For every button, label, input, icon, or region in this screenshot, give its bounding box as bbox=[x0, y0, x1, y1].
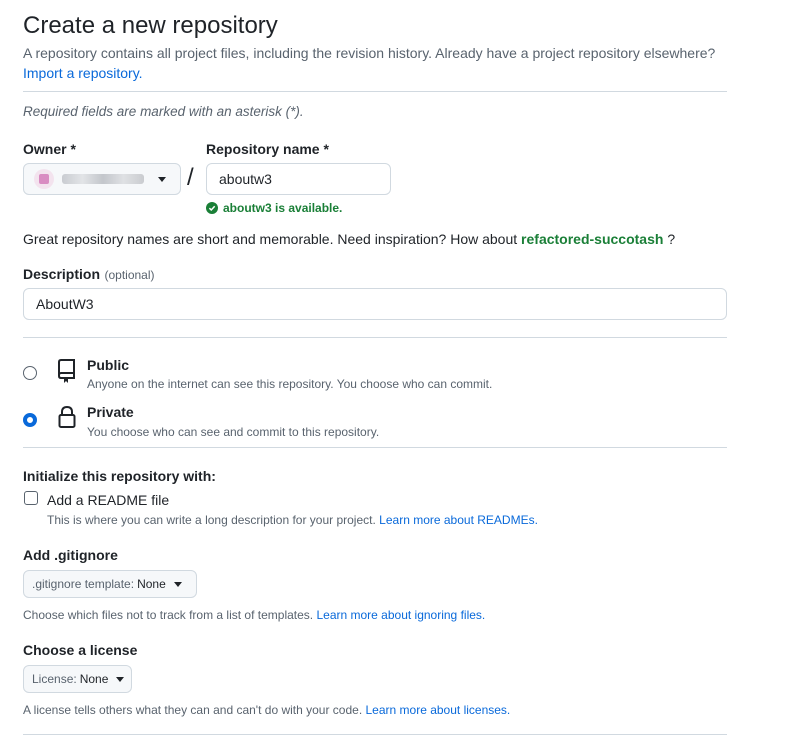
public-title: Public bbox=[87, 357, 130, 373]
page-title: Create a new repository bbox=[23, 12, 278, 39]
description-label-row: Description (optional) bbox=[23, 266, 155, 284]
public-description: Anyone on the internet can see this repo… bbox=[87, 377, 493, 391]
readme-label[interactable]: Add a README file bbox=[47, 492, 170, 508]
repo-name-value: aboutw3 bbox=[219, 171, 272, 187]
description-value: AboutW3 bbox=[36, 296, 94, 312]
divider bbox=[23, 337, 727, 338]
page-intro: A repository contains all project files,… bbox=[23, 45, 763, 85]
license-heading: Choose a license bbox=[23, 642, 138, 658]
readme-checkbox[interactable] bbox=[24, 491, 38, 505]
owner-label: Owner * bbox=[23, 141, 76, 157]
chevron-down-icon bbox=[173, 581, 182, 587]
owner-name-blurred bbox=[62, 174, 144, 184]
name-suggestion: Great repository names are short and mem… bbox=[23, 231, 675, 247]
description-input[interactable]: AboutW3 bbox=[23, 288, 727, 320]
suggestion-suffix: ? bbox=[667, 231, 676, 247]
readme-help: This is where you can write a long descr… bbox=[47, 513, 538, 527]
suggestion-text: Great repository names are short and mem… bbox=[23, 231, 518, 247]
owner-separator: / bbox=[187, 164, 194, 191]
required-note: Required fields are marked with an aster… bbox=[23, 104, 304, 119]
license-description: A license tells others what they can and… bbox=[23, 703, 363, 717]
repo-name-input[interactable]: aboutw3 bbox=[206, 163, 391, 195]
owner-select[interactable] bbox=[23, 163, 181, 195]
gitignore-description: Choose which files not to track from a l… bbox=[23, 608, 314, 622]
gitignore-template-select[interactable]: .gitignore template: None bbox=[23, 570, 197, 598]
gitignore-select-prefix: .gitignore template: bbox=[32, 577, 135, 591]
divider bbox=[23, 91, 727, 92]
import-repository-link[interactable]: Import a repository. bbox=[23, 65, 143, 81]
chevron-down-icon bbox=[158, 176, 166, 182]
availability-status: aboutw3 is available. bbox=[206, 201, 342, 215]
avatar bbox=[34, 169, 54, 189]
init-heading: Initialize this repository with: bbox=[23, 468, 216, 484]
suggested-name-link[interactable]: refactored-succotash bbox=[521, 231, 664, 247]
check-circle-icon bbox=[206, 202, 218, 214]
description-label: Description bbox=[23, 266, 101, 282]
gitignore-help: Choose which files not to track from a l… bbox=[23, 608, 485, 622]
gitignore-select-value: None bbox=[137, 577, 166, 591]
license-select-value: None bbox=[79, 672, 109, 686]
gitignore-heading: Add .gitignore bbox=[23, 547, 118, 563]
divider bbox=[23, 447, 727, 448]
divider bbox=[23, 734, 727, 735]
lock-icon bbox=[58, 405, 76, 428]
license-help: A license tells others what they can and… bbox=[23, 703, 510, 717]
private-description: You choose who can see and commit to thi… bbox=[87, 425, 380, 439]
readme-description: This is where you can write a long descr… bbox=[47, 513, 376, 527]
public-radio[interactable] bbox=[23, 366, 37, 380]
gitignore-learn-more-link[interactable]: Learn more about ignoring files. bbox=[316, 608, 486, 622]
intro-text: A repository contains all project files,… bbox=[23, 45, 716, 61]
license-learn-more-link[interactable]: Learn more about licenses. bbox=[365, 703, 511, 717]
license-select[interactable]: License: None bbox=[23, 665, 132, 693]
availability-text: aboutw3 is available. bbox=[223, 201, 343, 215]
optional-tag: (optional) bbox=[104, 268, 155, 282]
readme-learn-more-link[interactable]: Learn more about READMEs. bbox=[379, 513, 538, 527]
chevron-down-icon bbox=[116, 676, 125, 682]
repo-icon bbox=[58, 359, 75, 383]
private-title: Private bbox=[87, 404, 134, 420]
license-select-prefix: License: bbox=[32, 672, 77, 686]
private-radio[interactable] bbox=[23, 413, 37, 427]
repo-name-label: Repository name * bbox=[206, 141, 329, 157]
